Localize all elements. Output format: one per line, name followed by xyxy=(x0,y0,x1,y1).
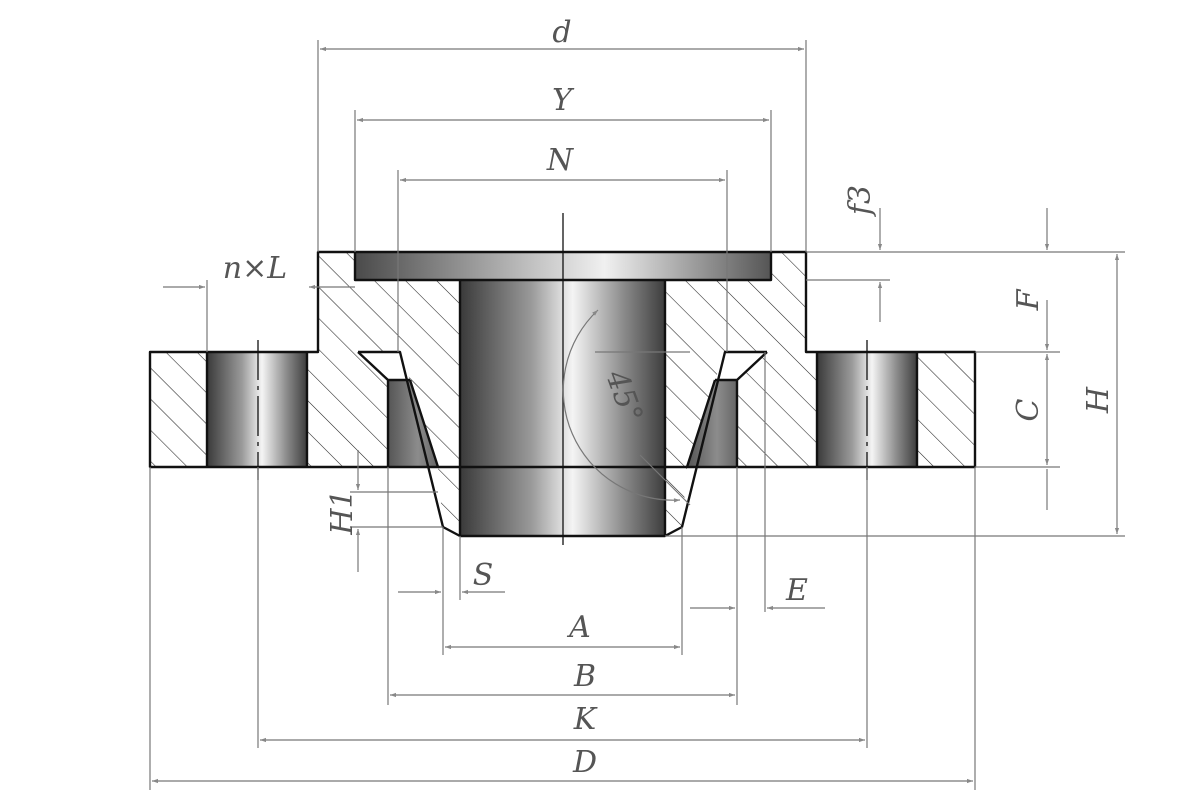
dimension-lines xyxy=(152,46,1120,784)
extension-lines xyxy=(149,40,1125,790)
label-d: d xyxy=(552,15,571,50)
label-S: S xyxy=(473,558,494,593)
label-f3: f3 xyxy=(843,185,878,217)
label-A: A xyxy=(566,610,591,645)
label-D: D xyxy=(572,745,597,780)
center-lines xyxy=(257,213,868,545)
label-nL: n×L xyxy=(223,251,287,286)
label-B: B xyxy=(573,659,596,694)
label-N: N xyxy=(546,143,575,178)
label-Y: Y xyxy=(552,83,575,118)
label-C: C xyxy=(1011,398,1046,421)
label-E: E xyxy=(785,573,808,608)
label-F: F xyxy=(1011,288,1046,311)
label-H: H xyxy=(1081,386,1116,414)
label-H1: H1 xyxy=(325,489,360,535)
label-K: K xyxy=(573,702,598,737)
angle-construction xyxy=(562,309,691,506)
